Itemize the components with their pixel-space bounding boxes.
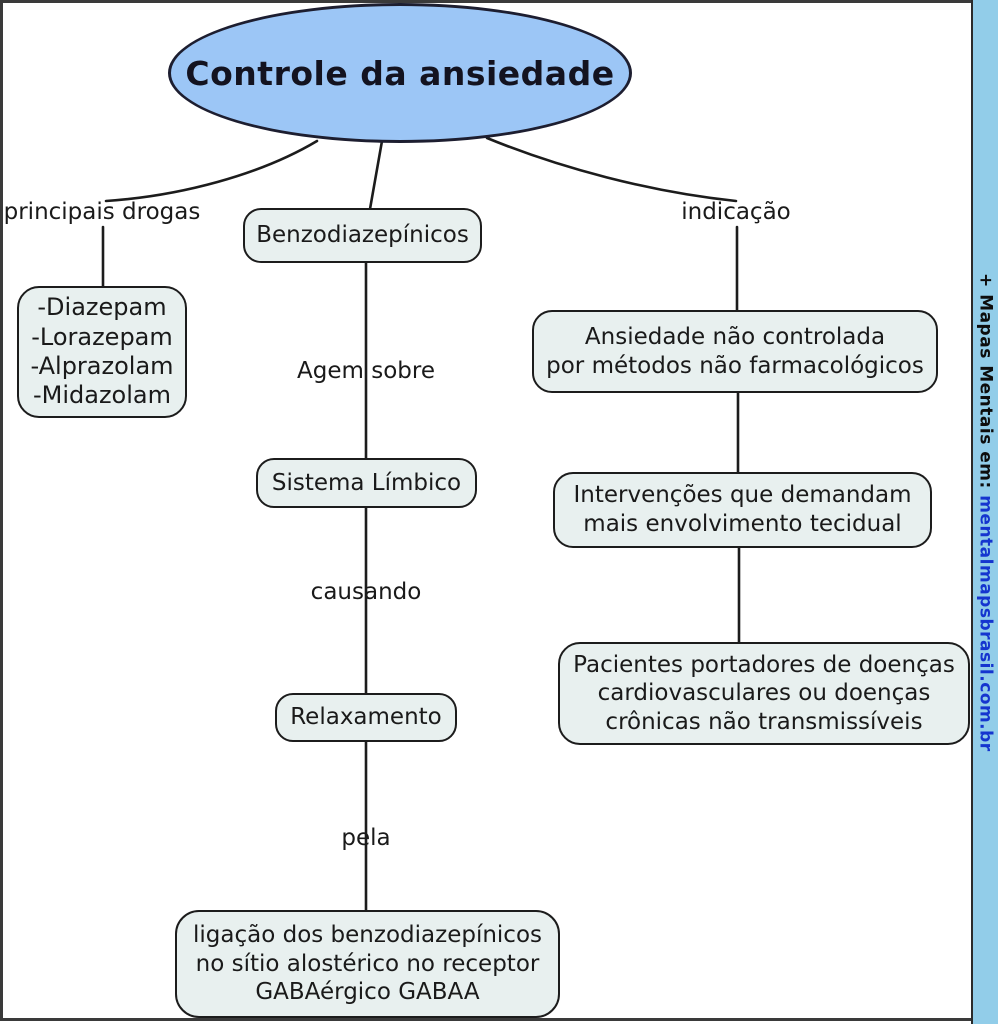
node-drug-list: -Diazepam -Lorazepam -Alprazolam -Midazo… — [17, 286, 187, 418]
edge-root-to-indicacao — [485, 136, 738, 203]
root-node-label: Controle da ansiedade — [185, 53, 615, 93]
node-relaxamento: Relaxamento — [275, 693, 457, 742]
node-label: Benzodiazepínicos — [256, 222, 469, 249]
map-border-frame — [0, 0, 971, 1021]
drug-item: -Lorazepam — [31, 322, 173, 351]
node-label-line: Pacientes portadores de doenças — [573, 651, 955, 678]
node-sistema-limbico: Sistema Límbico — [256, 458, 477, 508]
edge-label-pela: pela — [341, 825, 391, 851]
edge-root-to-principais — [104, 139, 319, 203]
node-label-line: cardiovasculares ou doenças — [597, 680, 931, 707]
node-label-line: mais envolvimento tecidual — [583, 511, 902, 537]
edge-label-principais-drogas: principais drogas — [3, 199, 201, 225]
node-benzodiazepinicos: Benzodiazepínicos — [243, 208, 482, 263]
node-ligacao-gabaergico: ligação dos benzodiazepínicos no sítio a… — [175, 910, 560, 1018]
node-intervencoes: Intervenções que demandam mais envolvime… — [553, 472, 932, 548]
root-node: Controle da ansiedade — [168, 3, 632, 143]
watermark-url: mentalmapsbrasil.com.br — [975, 494, 996, 752]
node-label: Sistema Límbico — [271, 469, 462, 496]
node-label-line: ligação dos benzodiazepínicos — [193, 922, 542, 949]
edge-label-causando: causando — [310, 579, 422, 605]
node-label-line: por métodos não farmacológicos — [546, 352, 924, 379]
watermark-prefix: + Mapas Mentais em: — [975, 272, 996, 495]
node-label-line: Intervenções que demandam — [573, 482, 912, 509]
watermark-text: + Mapas Mentais em: mentalmapsbrasil.com… — [976, 273, 996, 752]
node-label-line: Ansiedade não controlada — [584, 323, 886, 350]
node-label-line: crônicas não transmissíveis — [605, 708, 923, 735]
edge-label-agem-sobre: Agem sobre — [297, 358, 435, 384]
node-pacientes-portadores: Pacientes portadores de doenças cardiova… — [558, 642, 970, 745]
node-ansiedade-nao-controlada: Ansiedade não controlada por métodos não… — [532, 310, 938, 393]
drug-item: -Midazolam — [32, 381, 171, 410]
drug-item: -Alprazolam — [30, 352, 174, 380]
edge-label-indicacao: indicação — [681, 199, 791, 225]
node-label: Relaxamento — [290, 704, 442, 731]
node-label-line: no sítio alostérico no receptor — [195, 950, 540, 977]
watermark-sidebar: + Mapas Mentais em: mentalmapsbrasil.com… — [971, 0, 998, 1024]
drug-item: -Diazepam — [37, 293, 167, 322]
node-label-line: GABAérgico GABAA — [255, 979, 480, 1006]
edge-root-to-benzodiazepinicos — [368, 139, 384, 211]
